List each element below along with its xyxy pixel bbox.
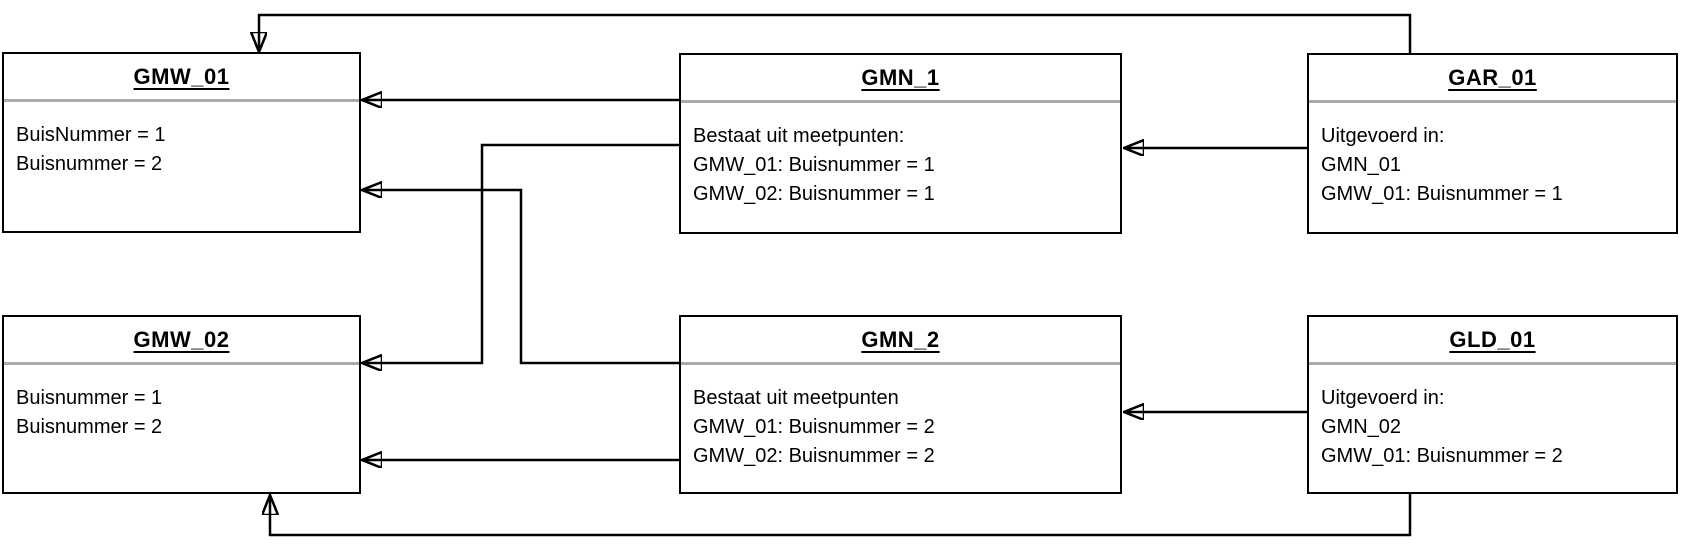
node-gmw-01-divider	[4, 99, 359, 102]
edge-gld01-to-gmw02	[270, 494, 1412, 537]
node-body-line: Buisnummer = 2	[16, 416, 163, 438]
node-body-line: Bestaat uit meetpunten	[693, 387, 899, 409]
node-gmn-2-body: Bestaat uit meetpunten GMW_01: Buisnumme…	[681, 365, 1120, 471]
node-gld-01-divider	[1309, 362, 1676, 365]
node-body-line: GMN_01	[1321, 154, 1402, 176]
node-gmn-2: GMN_2 Bestaat uit meetpunten GMW_01: Bui…	[679, 315, 1122, 494]
node-gld-01-title: GLD_01	[1449, 326, 1536, 352]
edge-gar01-to-gmw01	[259, 13, 1412, 53]
node-gmw-01: GMW_01 BuisNummer = 1 Buisnummer = 2	[2, 52, 361, 233]
node-gmn-1: GMN_1 Bestaat uit meetpunten: GMW_01: Bu…	[679, 53, 1122, 234]
node-body-line: GMW_01: Buisnummer = 2	[693, 416, 935, 438]
node-gar-01-divider	[1309, 100, 1676, 103]
node-gmw-02-body: Buisnummer = 1 Buisnummer = 2	[4, 365, 359, 442]
node-gmw-02: GMW_02 Buisnummer = 1 Buisnummer = 2	[2, 315, 361, 494]
edge-gmn2-to-gmw01	[363, 190, 679, 365]
node-gmn-2-title: GMN_2	[861, 326, 940, 352]
node-body-line: GMW_01: Buisnummer = 1	[1321, 183, 1563, 205]
node-body-line: Bestaat uit meetpunten:	[693, 125, 905, 147]
node-body-line: BuisNummer = 1	[16, 124, 166, 146]
node-gar-01: GAR_01 Uitgevoerd in: GMN_01 GMW_01: Bui…	[1307, 53, 1678, 234]
node-gmn-1-body: Bestaat uit meetpunten: GMW_01: Buisnumm…	[681, 103, 1120, 209]
node-body-line: GMW_02: Buisnummer = 2	[693, 445, 935, 467]
node-gar-01-body: Uitgevoerd in: GMN_01 GMW_01: Buisnummer…	[1309, 103, 1676, 209]
node-gar-01-title: GAR_01	[1448, 64, 1537, 90]
node-body-line: GMW_02: Buisnummer = 1	[693, 183, 935, 205]
node-gmn-1-title: GMN_1	[861, 64, 940, 90]
node-body-line: GMN_02	[1321, 416, 1402, 438]
edge-gmn1-to-gmw02	[363, 143, 679, 363]
node-body-line: Buisnummer = 1	[16, 387, 163, 409]
node-body-line: Uitgevoerd in:	[1321, 387, 1445, 409]
node-gmn-1-divider	[681, 100, 1120, 103]
node-body-line: GMW_01: Buisnummer = 1	[693, 154, 935, 176]
node-gmw-01-body: BuisNummer = 1 Buisnummer = 2	[4, 102, 359, 179]
node-body-line: Uitgevoerd in:	[1321, 125, 1445, 147]
node-gmw-02-title: GMW_02	[133, 326, 230, 352]
node-gld-01-body: Uitgevoerd in: GMN_02 GMW_01: Buisnummer…	[1309, 365, 1676, 471]
node-gmn-2-divider	[681, 362, 1120, 365]
node-gmw-02-divider	[4, 362, 359, 365]
node-body-line: GMW_01: Buisnummer = 2	[1321, 445, 1563, 467]
node-body-line: Buisnummer = 2	[16, 153, 163, 175]
node-gmw-01-title: GMW_01	[133, 63, 230, 89]
node-gld-01: GLD_01 Uitgevoerd in: GMN_02 GMW_01: Bui…	[1307, 315, 1678, 494]
